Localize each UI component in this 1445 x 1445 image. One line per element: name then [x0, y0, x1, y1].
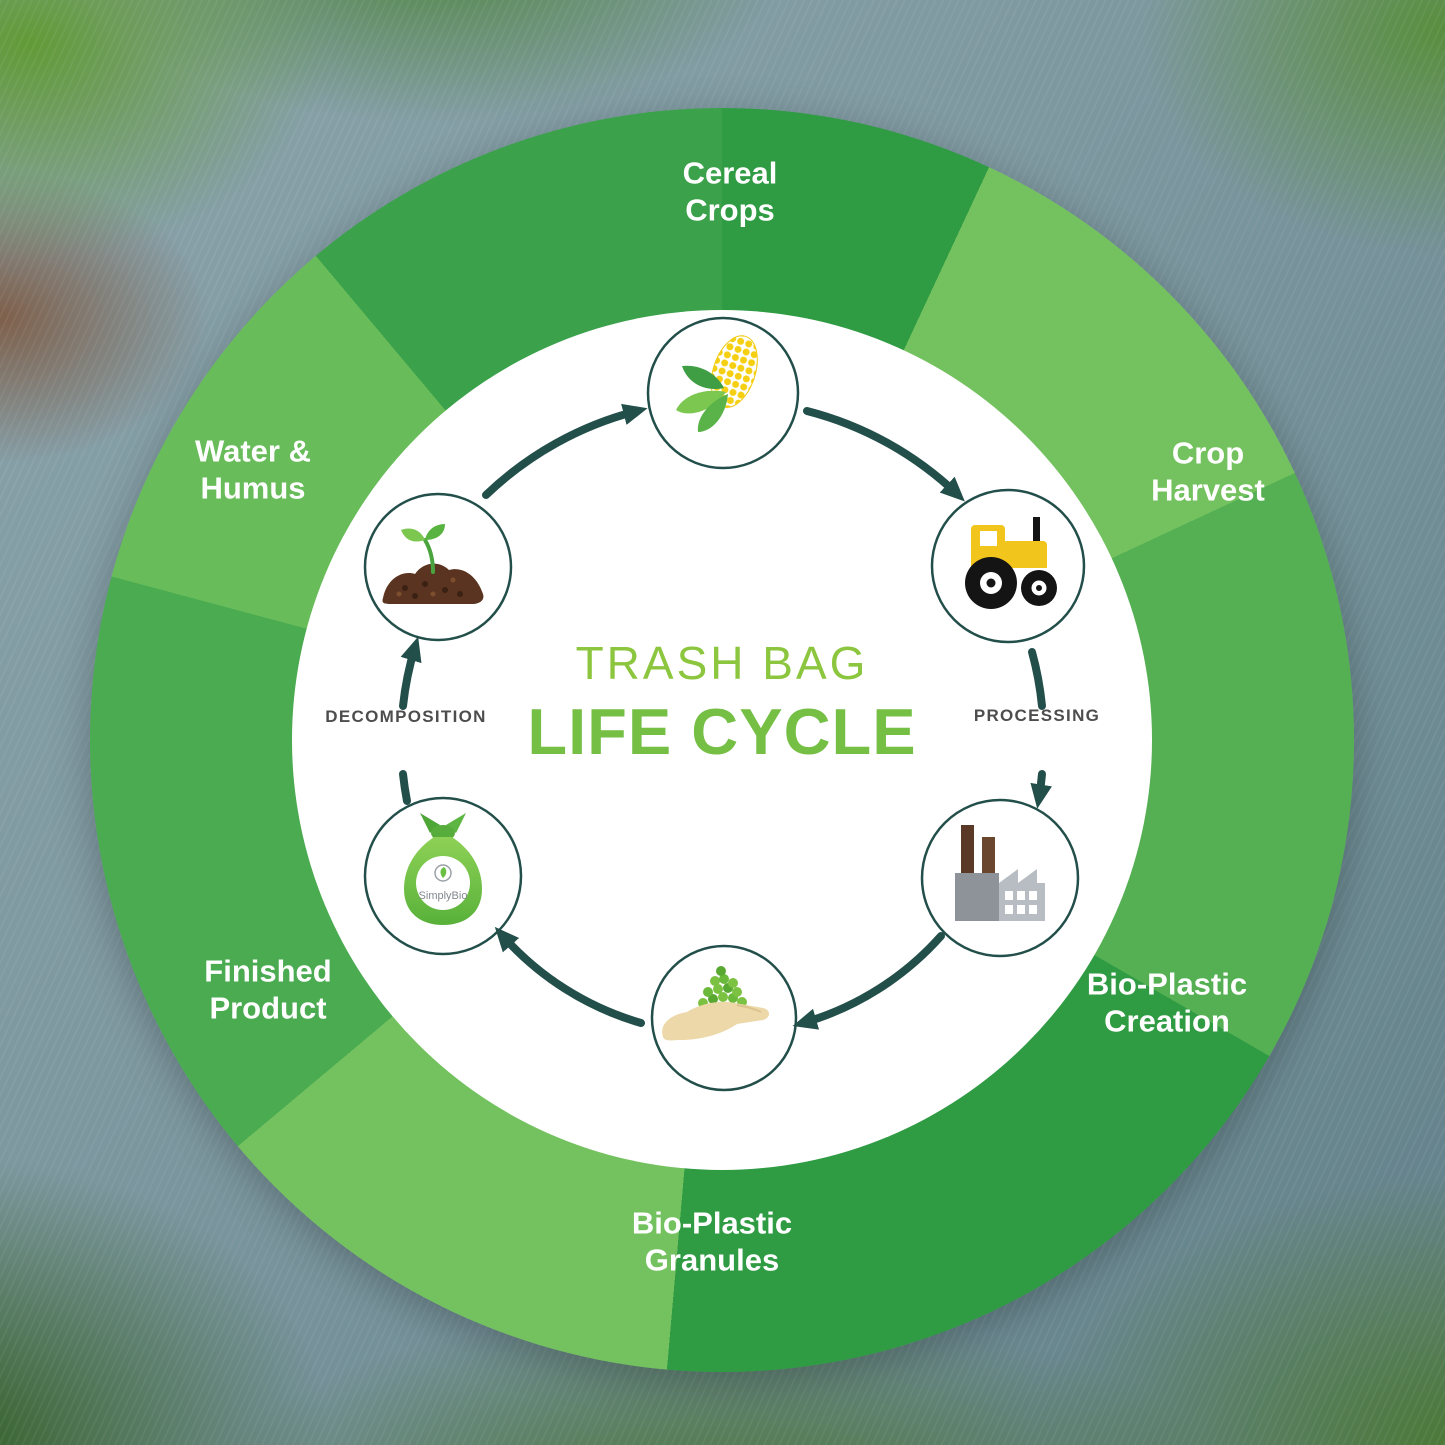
stage-label-water-humus: Water & Humus — [195, 433, 311, 505]
title-line-1: TRASH BAG — [575, 637, 869, 689]
arrow-processing-lower — [1030, 770, 1052, 809]
tractor-outline-circle — [930, 488, 1086, 644]
bag-outline-circle — [363, 796, 523, 956]
icon-outline-circles — [363, 316, 1086, 1092]
stage-label-bio-plastic-creation: Bio-Plastic Creation — [1086, 966, 1248, 1038]
bag-tie — [420, 813, 466, 841]
stage-icon-bio-plastic-creation — [925, 803, 1075, 953]
stage-icon-crop-harvest — [933, 491, 1083, 641]
tractor-icon — [965, 517, 1057, 609]
arrow-corn-to-tractor — [803, 407, 965, 502]
arrow-decomposition-upper — [399, 636, 422, 710]
stage-label-bio-plastic-granules: Bio-Plastic Granules — [631, 1205, 793, 1277]
corn-leaves — [676, 365, 728, 432]
title-line-2: LIFE CYCLE — [527, 695, 917, 768]
stage-icon-bio-plastic-granules — [649, 943, 799, 1093]
factory-windows — [1005, 891, 1037, 914]
hand-finger-line — [736, 1004, 762, 1013]
soil-specks — [396, 577, 463, 599]
center-title: TRASH BAG LIFE CYCLE — [527, 636, 916, 769]
trash-bag-icon: SimplyBio — [404, 813, 482, 925]
processing-label: PROCESSING — [973, 706, 1101, 725]
bag-logo-emblem-circle — [434, 864, 452, 882]
factory-chimneys — [961, 825, 995, 881]
soil-outline-circle — [363, 492, 513, 642]
stage-icon-water-humus — [363, 492, 513, 642]
corn-outline-circle — [646, 316, 800, 470]
cycle-arrows — [399, 403, 1052, 1030]
soil-sprout-icon — [382, 524, 484, 604]
decomposition-label: DECOMPOSITION — [325, 707, 487, 726]
hand-granules-icon — [662, 966, 769, 1041]
stage-label-finished-product: Finished Product — [204, 953, 332, 1025]
hand-palm — [662, 1001, 769, 1041]
arrow-processing-upper — [1028, 648, 1046, 710]
bag-logo: SimplyBio — [416, 856, 470, 910]
stage-icon-cereal-crops — [648, 318, 798, 468]
granules — [698, 966, 747, 1008]
arrow-hand-to-bag — [494, 926, 645, 1027]
bag-logo-leaf — [440, 867, 447, 878]
stage-label-cereal-crops: Cereal Crops — [682, 155, 778, 227]
stage-icon-finished-product: SimplyBio — [368, 801, 518, 951]
arrow-factory-to-hand — [792, 932, 945, 1030]
corn-cob — [710, 335, 758, 408]
arrow-decomposition-lower — [399, 770, 411, 805]
bag-logo-text: SimplyBio — [419, 890, 468, 902]
corn-icon — [676, 335, 758, 432]
factory-outline-circle — [920, 798, 1080, 958]
factory-icon — [955, 825, 1045, 921]
sprout — [401, 524, 445, 574]
arrow-soil-to-corn — [482, 403, 648, 499]
tractor-wheels — [965, 557, 1057, 609]
stage-label-crop-harvest: Crop Harvest — [1151, 435, 1265, 507]
